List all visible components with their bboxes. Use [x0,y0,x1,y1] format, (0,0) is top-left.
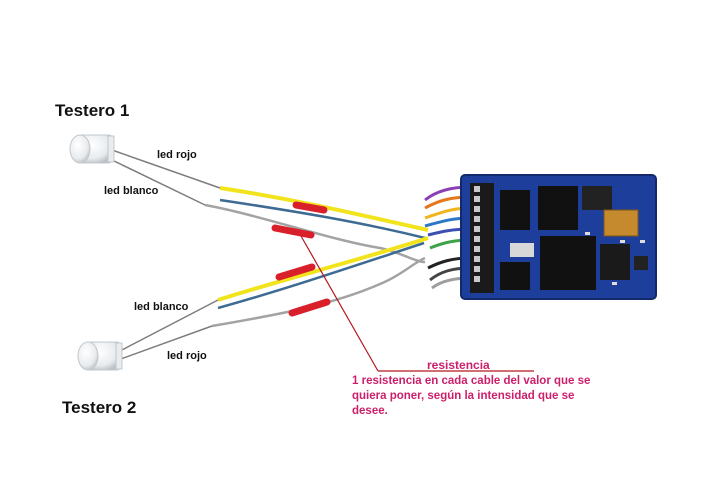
led-wires [111,149,429,361]
label-top-led-red: led rojo [157,149,197,161]
annotation-leader [300,235,534,372]
header-testero-1: Testero 1 [55,101,130,120]
header-testero-2: Testero 2 [62,398,137,417]
label-bottom-led-white: led blanco [134,301,189,313]
led-icon [69,134,115,164]
resistor-icon [271,201,331,317]
annotation-title: resistencia [427,358,490,372]
decoder-board-icon [460,174,657,300]
annotation-note: 1 resistencia en cada cable del valor qu… [352,375,591,417]
label-bottom-led-red: led rojo [167,350,207,362]
label-top-led-white: led blanco [104,185,159,197]
led-icon [77,341,123,371]
